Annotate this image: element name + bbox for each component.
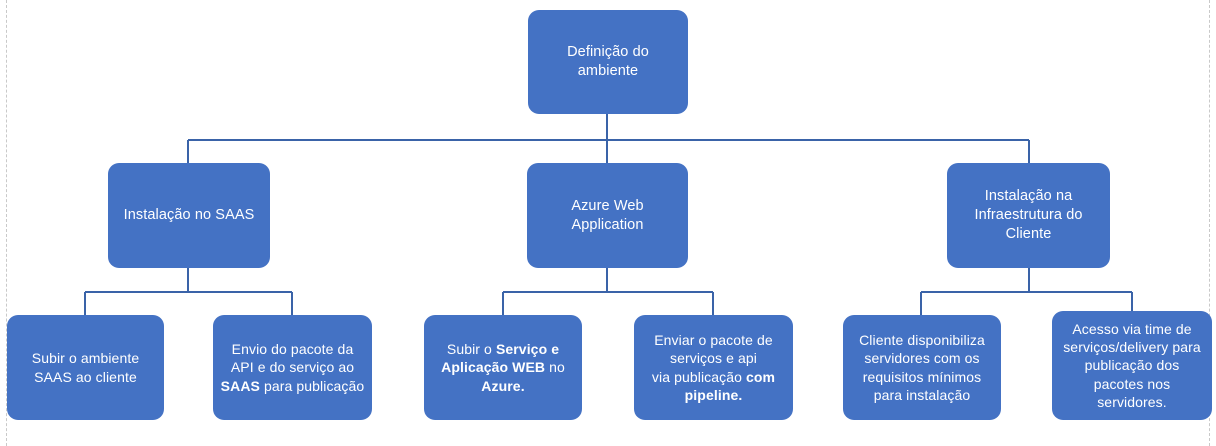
- node-subir-servico-aplicacao-web-azure[interactable]: Subir o Serviço e Aplicação WEB no Azure…: [424, 315, 582, 420]
- node-envio-pacote-api-saas[interactable]: Envio do pacote da API e do serviço ao S…: [213, 315, 372, 420]
- node-label: Instalação na Infraestrutura do Cliente: [974, 188, 1083, 242]
- node-instalacao-no-saas[interactable]: Instalação no SAAS: [108, 163, 270, 268]
- node-label: Definição do ambiente: [567, 44, 649, 79]
- node-label: Azure Web Application: [571, 197, 644, 233]
- node-acesso-time-servicos-delivery[interactable]: Acesso via time de serviços/delivery par…: [1052, 311, 1212, 420]
- node-label: Cliente disponibiliza servidores com os …: [859, 332, 985, 403]
- node-instalacao-infraestrutura-cliente[interactable]: Instalação na Infraestrutura do Cliente: [947, 163, 1110, 268]
- node-label: Subir o ambiente SAAS ao cliente: [31, 350, 140, 385]
- node-label: Instalação no SAAS: [123, 207, 255, 224]
- node-definicao-do-ambiente[interactable]: Definição do ambiente: [528, 10, 688, 114]
- node-label: Envio do pacote da API e do serviço ao S…: [220, 341, 365, 394]
- node-subir-ambiente-saas-cliente[interactable]: Subir o ambiente SAAS ao cliente: [7, 315, 164, 420]
- page-guide-right: [1209, 0, 1210, 446]
- node-label: Acesso via time de serviços/delivery par…: [1063, 321, 1201, 410]
- node-enviar-pacote-servicos-api-pipeline[interactable]: Enviar o pacote de serviços e api via pu…: [634, 315, 793, 420]
- page-guide-left: [6, 0, 7, 446]
- node-label: Subir o Serviço e Aplicação WEB no Azure…: [441, 341, 565, 394]
- node-label: Enviar o pacote de serviços e api via pu…: [651, 332, 776, 403]
- node-cliente-disponibiliza-servidores[interactable]: Cliente disponibiliza servidores com os …: [843, 315, 1001, 420]
- node-azure-web-application[interactable]: Azure Web Application: [527, 163, 688, 268]
